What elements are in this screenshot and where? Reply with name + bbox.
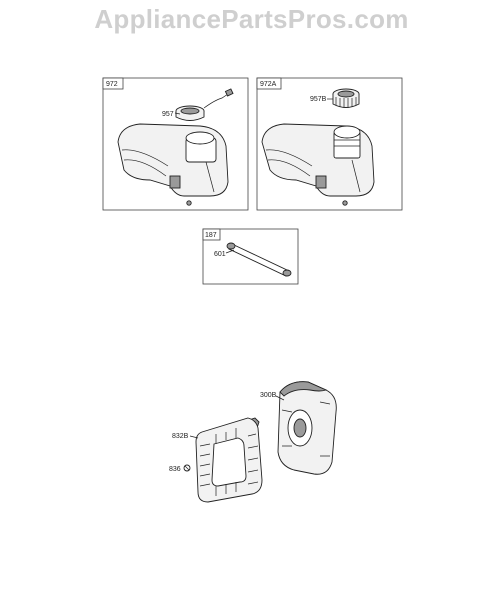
watermark: AppliancePartsPros.com xyxy=(94,4,409,34)
panel-972-tag: 972 xyxy=(106,81,118,88)
callout-836: 836 xyxy=(169,466,181,473)
fuel-tank-icon[interactable] xyxy=(117,123,229,206)
panel-187-tag-box xyxy=(202,228,221,241)
fuel-line-icon[interactable] xyxy=(226,242,292,277)
fuel-cap-b-icon[interactable] xyxy=(332,88,360,108)
panel-187-tag: 187 xyxy=(205,232,217,239)
muffler-assembly[interactable]: 300B 613 832B 836 xyxy=(169,381,337,503)
callout-300B: 300B xyxy=(260,392,277,399)
fuel-tank-b-icon[interactable] xyxy=(261,123,375,206)
panel-187-frame xyxy=(202,228,299,285)
panel-972A-tag: 972A xyxy=(260,81,277,88)
callout-957B: 957B xyxy=(310,96,327,103)
panel-972-tag-box xyxy=(102,77,124,90)
panel-972[interactable]: 972 957 xyxy=(102,77,249,211)
panel-972A-tag-box xyxy=(256,77,282,90)
fuel-cap-icon[interactable] xyxy=(175,88,234,121)
muffler-icon[interactable] xyxy=(277,381,337,475)
panel-972A-frame xyxy=(256,77,403,211)
panel-972-frame xyxy=(102,77,249,211)
callout-601: 601 xyxy=(214,251,226,258)
callout-832B: 832B xyxy=(172,433,189,440)
callout-957: 957 xyxy=(162,111,174,118)
screw-icon[interactable] xyxy=(183,464,191,472)
muffler-guard-icon[interactable] xyxy=(195,417,263,503)
panel-187[interactable]: 187 601 xyxy=(202,228,299,285)
panel-972A[interactable]: 972A 957B xyxy=(256,77,403,211)
